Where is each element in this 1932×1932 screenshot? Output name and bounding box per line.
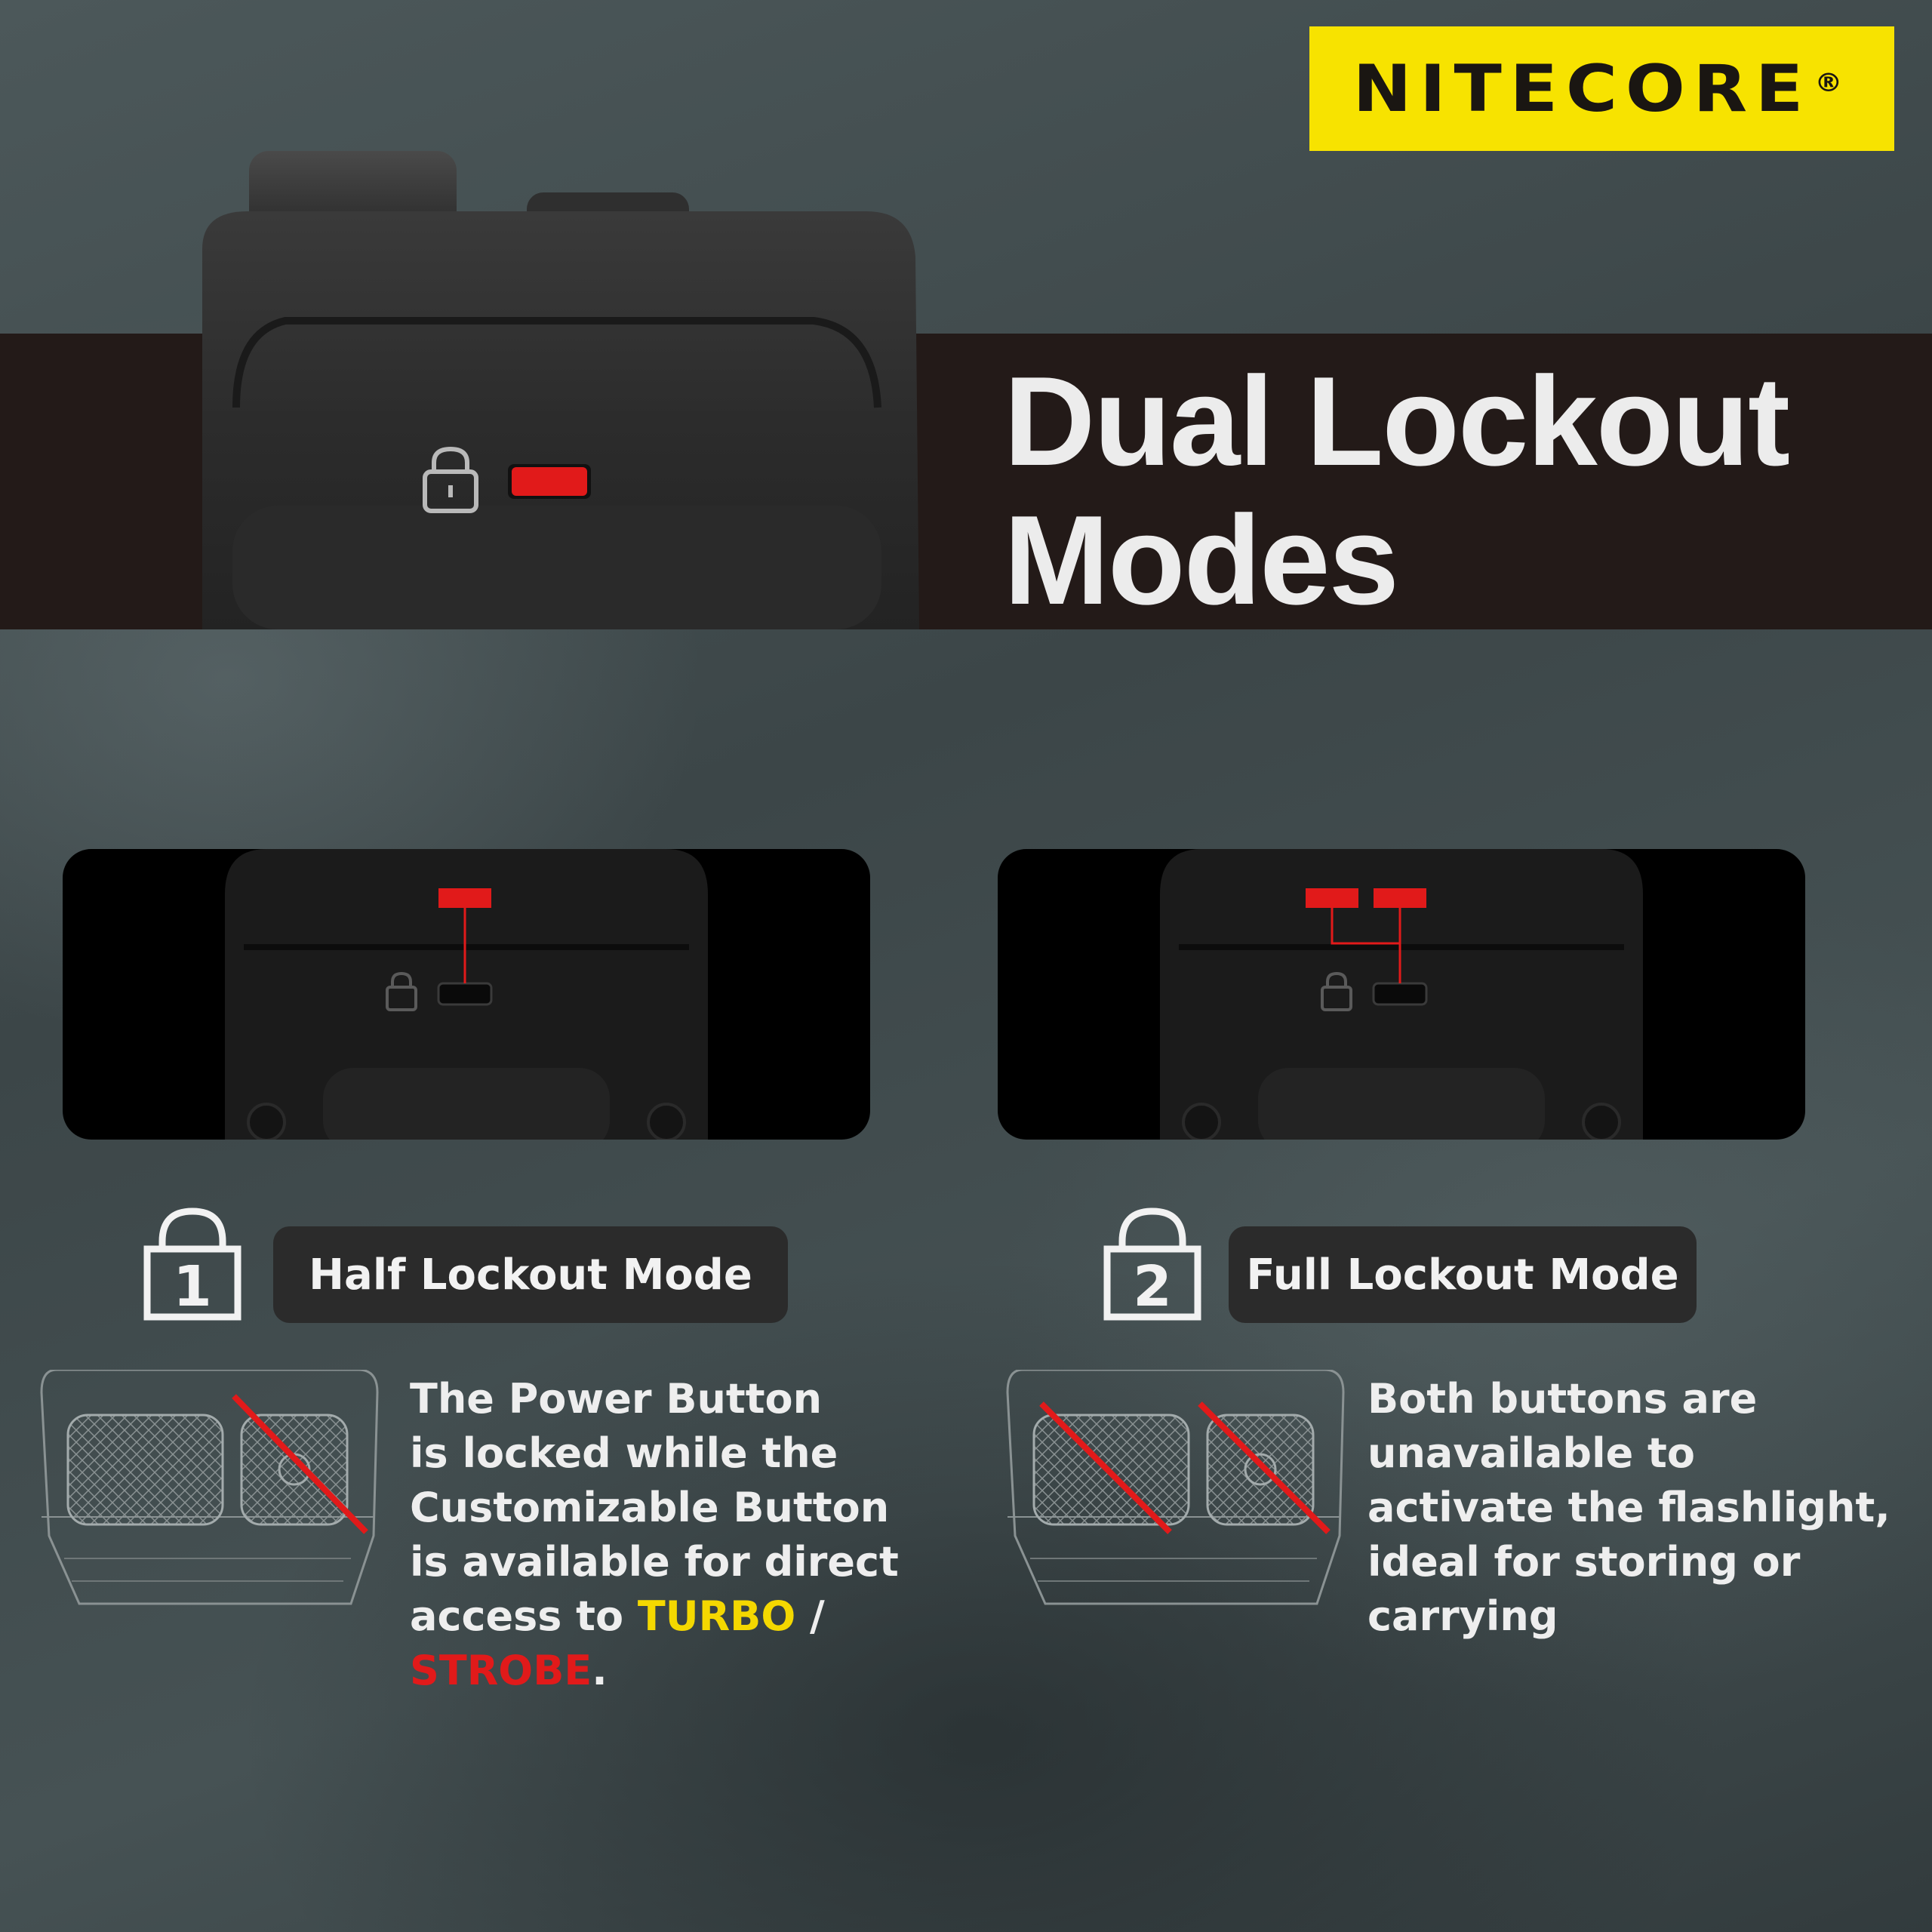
full-lockout-photo xyxy=(998,849,1805,1140)
headline-line-2: Modes xyxy=(1004,489,1399,631)
desc-line: Customizable Button xyxy=(410,1484,890,1531)
desc-line: carrying xyxy=(1367,1592,1558,1640)
headline-line-1: Dual Lockout xyxy=(1004,350,1790,492)
padlock-icon xyxy=(423,446,478,513)
desc-line: Both buttons are xyxy=(1367,1375,1758,1423)
mode-number: 2 xyxy=(1133,1254,1172,1319)
half-lockout-sketch xyxy=(40,1370,379,1605)
locked-button-marker-b xyxy=(1374,888,1426,908)
mode-title-full-lockout: Full Lockout Mode xyxy=(1229,1226,1697,1323)
headline: Dual Lockout Modes xyxy=(1004,352,1909,629)
locked-slash-b xyxy=(1198,1401,1331,1534)
half-lockout-description: The Power Button is locked while the Cus… xyxy=(410,1372,899,1698)
desc-line: access to TURBO / xyxy=(410,1592,825,1640)
logo-text: NITECORE® xyxy=(1352,51,1851,127)
flashlight-top-image xyxy=(202,151,919,629)
desc-line: unavailable to xyxy=(1367,1429,1695,1477)
lock-number-icon-1: 1 xyxy=(143,1208,242,1321)
padlock-icon xyxy=(386,971,417,1011)
locked-button-marker-a xyxy=(1306,888,1358,908)
lock-number-icon-2: 2 xyxy=(1103,1208,1201,1321)
locked-button-marker xyxy=(438,888,491,908)
desc-line: STROBE. xyxy=(410,1647,608,1694)
padlock-icon xyxy=(1321,971,1352,1011)
turbo-highlight: TURBO xyxy=(637,1592,796,1640)
strobe-highlight: STROBE xyxy=(410,1647,592,1694)
locked-slash-a xyxy=(1039,1401,1172,1534)
desc-line: is locked while the xyxy=(410,1429,838,1477)
half-lockout-photo xyxy=(63,849,870,1140)
full-lockout-description: Both buttons are unavailable to activate… xyxy=(1367,1372,1890,1644)
desc-line: The Power Button xyxy=(410,1375,823,1423)
mode-number: 1 xyxy=(173,1254,212,1319)
desc-line: activate the flashlight, xyxy=(1367,1484,1890,1531)
nitecore-logo: NITECORE® xyxy=(1309,26,1894,151)
full-lockout-sketch xyxy=(1006,1370,1345,1605)
desc-line: is available for direct xyxy=(410,1538,899,1586)
desc-line: ideal for storing or xyxy=(1367,1538,1801,1586)
locked-slash xyxy=(232,1394,368,1534)
mode-title-half-lockout: Half Lockout Mode xyxy=(273,1226,788,1323)
